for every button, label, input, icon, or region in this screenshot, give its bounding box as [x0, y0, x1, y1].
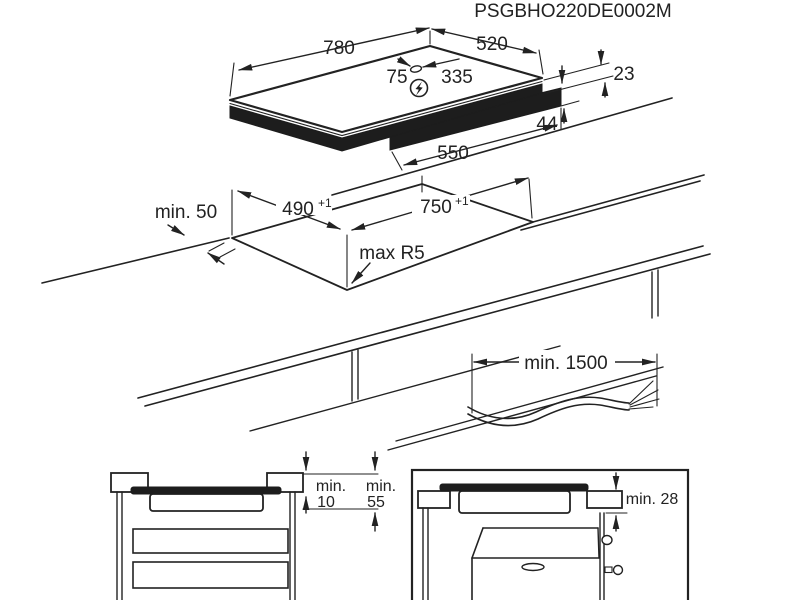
oven-top-slant [471, 527, 484, 559]
hob-body-section [458, 490, 571, 514]
dim-780-extension [229, 62, 235, 97]
worktop-section-right [586, 490, 623, 509]
dim-520-extension [538, 49, 544, 75]
hob-glass-section [439, 483, 589, 492]
drawer-front [132, 561, 289, 589]
document-code: PSGBHO220DE0002M [474, 1, 672, 22]
glass-edge-line [229, 80, 543, 137]
dim-23-label: 23 [613, 64, 634, 85]
dim-min55-prefix: min. [366, 478, 396, 495]
dim-490-label: 490 [282, 199, 314, 220]
oven-handle-icon [521, 562, 545, 572]
dim-520-line [431, 28, 537, 54]
dim-550-line [403, 124, 558, 166]
cable-wire [628, 406, 654, 410]
glass-level-projection [543, 62, 610, 81]
cable-wire [628, 380, 654, 405]
power-cable-icon [467, 380, 660, 427]
oven-side-edge [597, 527, 600, 559]
dim-1500-label: min. 1500 [524, 353, 607, 374]
min50-tick-2 [219, 248, 236, 258]
dim-520-label: 520 [476, 34, 508, 55]
cable-entry-hole [409, 65, 423, 73]
hob-glass-section [130, 486, 282, 495]
dim-min28-label: min. 28 [626, 491, 679, 508]
hob-body-band [229, 83, 543, 152]
dim-750-extension-right [528, 178, 533, 219]
dim-75-label: 75 [386, 67, 407, 88]
installation-frame [410, 468, 690, 600]
worktop-cutout-view: min. 50 490 +1 750 +1 max R5 [41, 97, 711, 451]
dim-min55-value: 55 [367, 494, 385, 511]
dim-min50-arrow-top [167, 224, 185, 236]
electrical-connection-icon [409, 78, 429, 98]
cable-wire [629, 398, 660, 408]
worktop-section-left [417, 490, 451, 509]
worktop-rear-cut-edge-bottom [520, 180, 701, 231]
worktop-level-projection [546, 75, 614, 94]
dim-550-extension-left [391, 151, 403, 171]
box-bottom-extension [560, 100, 580, 107]
min50-tick-1 [208, 242, 225, 252]
dim-min50-arrow-bottom [207, 252, 225, 265]
label-mask [412, 195, 470, 213]
dim-min50-label: min. 50 [155, 202, 217, 223]
oven-knob-icon [601, 534, 613, 546]
dim-750-label: 750 [420, 197, 452, 218]
oven-clearance-view: min. 28 [410, 468, 690, 600]
oven-knob-icon [612, 564, 624, 576]
drawer-front [132, 528, 289, 554]
dim-min10-prefix: min. [316, 478, 346, 495]
built-in-oven [471, 527, 624, 600]
dim-335-arrow [422, 58, 460, 68]
worktop-front-edge-inner [144, 253, 711, 407]
dim-75-arrow [396, 56, 411, 67]
worktop-front-edge-top [137, 245, 704, 399]
drawer-clearance-view: min. 10 min. 55 [110, 451, 396, 600]
dim-min10-value: 10 [317, 494, 335, 511]
dim-radius-label: max R5 [359, 243, 424, 264]
dim-radius-arrow [351, 262, 371, 284]
dim-780-line [238, 27, 430, 71]
label-mask [276, 197, 332, 215]
worktop-lower-edge-2 [395, 366, 664, 442]
hob-body-section [149, 493, 264, 512]
label-mask [519, 350, 615, 374]
dim-490-tolerance: +1 [318, 196, 332, 210]
dim-750-tolerance: +1 [455, 194, 469, 208]
dim-335-label: 335 [441, 67, 473, 88]
lightning-bolt-icon [415, 81, 423, 96]
oven-knob-stem [604, 566, 613, 574]
dim-780-label: 780 [323, 38, 355, 59]
worktop-rear-cut-edge-top [532, 174, 705, 223]
worktop-back-edge-left [41, 237, 230, 284]
cable-wire [629, 389, 659, 406]
power-cable-view: min. 1500 [467, 350, 660, 427]
worktop-lower-edge-1 [387, 375, 657, 451]
hob-isometric-view: 780 520 75 335 23 44 550 [228, 27, 635, 171]
